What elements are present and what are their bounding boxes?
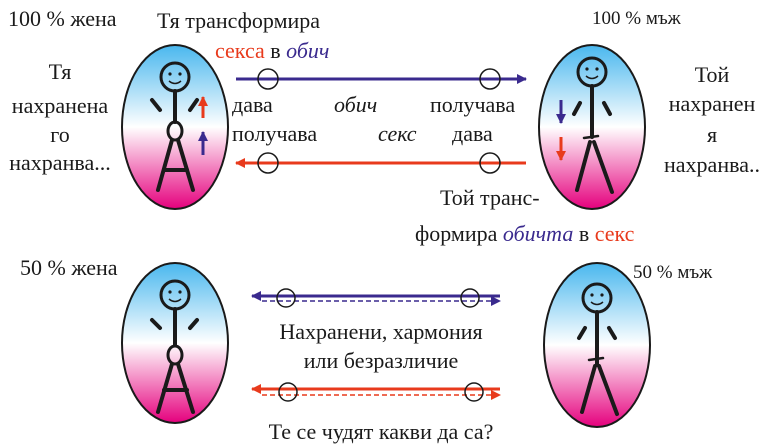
top-man-oval	[538, 44, 646, 210]
he-transforms-line2: формира обичта в секс	[415, 221, 635, 246]
circle-marker	[278, 382, 298, 402]
bottom-woman-oval	[121, 262, 229, 424]
svg-text:нахранена: нахранена	[12, 93, 109, 118]
woman-figure	[150, 61, 199, 192]
top-blue-arrow	[236, 68, 527, 90]
circle-marker	[464, 382, 484, 402]
bottom-red-arrow	[251, 382, 501, 402]
top-woman-oval	[121, 44, 229, 210]
top-red-arrow	[235, 152, 526, 174]
circle-marker	[257, 68, 279, 90]
bottom-line2: или безразличие	[304, 348, 458, 373]
svg-text:я: я	[707, 122, 717, 147]
svg-text:Тя: Тя	[49, 59, 72, 84]
top-woman-label: 100 % жена	[8, 6, 117, 31]
top-man-side-text: Той нахранен я нахранва..	[664, 62, 760, 177]
man-figure	[572, 56, 614, 194]
svg-text:нахранва..: нахранва..	[664, 152, 760, 177]
bottom-blue-arrow-left	[251, 288, 501, 308]
she-transforms-line1: Тя трансформира	[157, 8, 320, 33]
man-face	[585, 67, 599, 80]
top-woman-side-text: Тя нахранена го нахранва...	[9, 59, 110, 175]
woman-face	[168, 72, 182, 85]
bottom-question: Те се чудят какви да са?	[269, 419, 494, 444]
gives-right: дава	[452, 121, 493, 146]
circle-marker	[460, 288, 480, 308]
bottom-man-label: 50 % мъж	[633, 262, 713, 283]
circle-marker	[479, 152, 501, 174]
bottom-woman-label: 50 % жена	[20, 255, 118, 280]
svg-text:нахранва...: нахранва...	[9, 150, 110, 175]
svg-text:нахранен: нахранен	[669, 91, 756, 116]
circle-marker	[276, 288, 296, 308]
circle-marker	[479, 68, 501, 90]
he-transforms-line1: Той транс-	[440, 185, 540, 210]
love-mid: обич	[334, 92, 377, 117]
she-transforms-line2: секса в обич	[215, 38, 329, 63]
gives-left: дава	[232, 92, 273, 117]
bottom-man-oval	[543, 262, 651, 428]
bottom-line1: Нахранени, хармония	[279, 319, 482, 344]
svg-text:го: го	[50, 122, 69, 147]
receives-right: получава	[430, 92, 515, 117]
receives-left: получава	[232, 121, 317, 146]
svg-text:Той: Той	[695, 62, 730, 87]
circle-marker	[257, 152, 279, 174]
sex-mid: секс	[378, 121, 417, 146]
top-man-label: 100 % мъж	[592, 8, 682, 29]
